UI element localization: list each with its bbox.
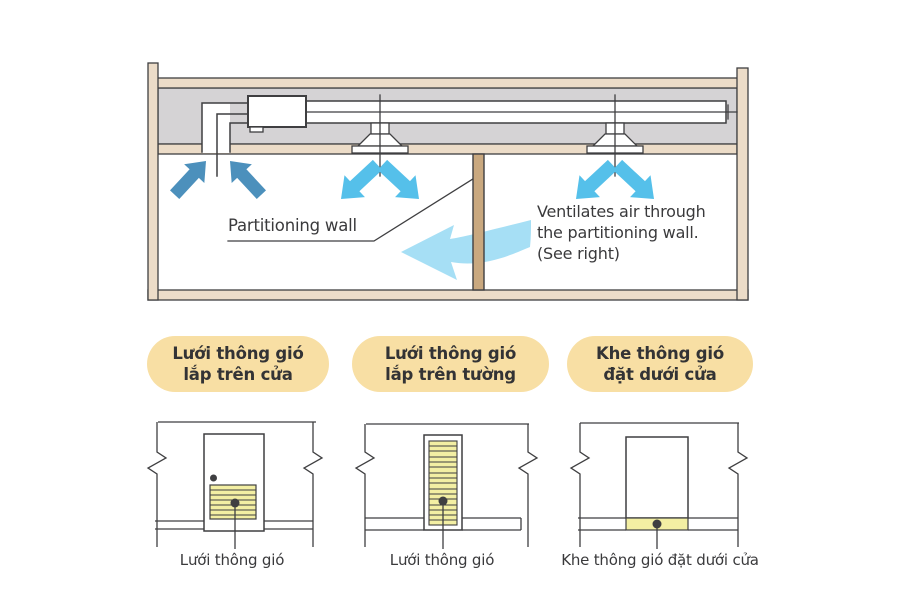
intake-channel [202, 103, 230, 153]
callout-line: Lưới thông gió [172, 344, 304, 363]
ventilation-note-line1: Ventilates air through [537, 202, 706, 221]
airflow-arrows [164, 151, 665, 280]
indoor-unit [247, 95, 307, 128]
indoor-unit-notch [249, 126, 264, 133]
callout-grille-on-wall: Lưới thông gió lắp trên tường [352, 336, 549, 392]
callout-gap-under-door: Khe thông gió đặt dưới cửa [567, 336, 753, 392]
right-wall [736, 67, 749, 301]
wall-break-left [354, 424, 376, 547]
ceiling-band [157, 143, 738, 155]
caption-grille-on-wall: Lưới thông gió [389, 551, 495, 569]
leader-dot [652, 519, 662, 529]
caption-grille-on-door: Lưới thông gió [179, 551, 285, 569]
diagram-grille-on-door [146, 421, 324, 549]
through-wall-airflow-arrow [401, 220, 531, 280]
intake-duct-lines [201, 102, 249, 177]
callout-line: đặt dưới cửa [603, 365, 717, 384]
leader-dot [438, 496, 448, 506]
wall-break-right [517, 424, 539, 547]
ventilation-note-line3: (See right) [537, 244, 620, 263]
callout-grille-on-door: Lưới thông gió lắp trên cửa [147, 336, 329, 392]
callout-line: Lưới thông gió [384, 344, 517, 363]
floor-band [147, 289, 749, 301]
partition-wall-label: Partitioning wall [228, 216, 357, 235]
wall-break-right [302, 422, 324, 547]
partition-label-leader [227, 176, 477, 242]
callout-line: lắp trên tường [385, 365, 516, 384]
floor-lines [365, 517, 522, 531]
caption-gap-under-door: Khe thông gió đặt dưới cửa [561, 551, 759, 569]
ceiling-duct-section [147, 62, 749, 301]
diagram-gap-under-door [569, 422, 749, 549]
return-air-arrow-left [164, 151, 217, 205]
diagram-grille-on-wall [354, 423, 539, 549]
ventilation-note-line2: the partitioning wall. [537, 223, 699, 242]
callout-line: Khe thông gió [596, 344, 724, 363]
leader-dot [230, 498, 240, 508]
door [625, 436, 689, 519]
ventilation-note: Ventilates air through the partitioning … [537, 201, 706, 264]
floor-lines [578, 517, 738, 531]
wall-break-left [146, 422, 168, 547]
top-slab [152, 77, 743, 89]
supply-air-arrow-2 [372, 153, 430, 210]
return-air-arrow-right [219, 151, 272, 205]
duct-inner-line [305, 104, 738, 120]
supply-air-arrow-1 [330, 153, 388, 210]
wall-break-left [569, 423, 591, 547]
left-wall [147, 62, 159, 301]
wall-break-right [727, 423, 749, 547]
door-knob [210, 474, 217, 482]
partition-wall [472, 153, 485, 291]
callout-line: lắp trên cửa [183, 365, 293, 384]
